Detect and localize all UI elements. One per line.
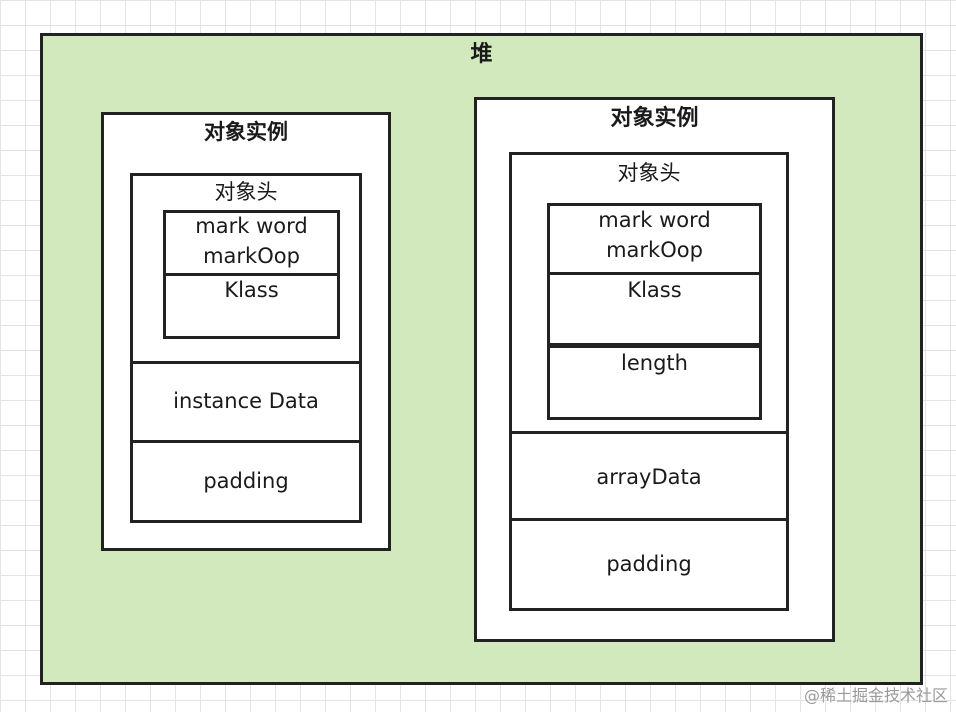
klass-box-left [163, 273, 340, 339]
padding-box-left [130, 440, 362, 523]
klass-box-right [547, 272, 762, 346]
object-header-right-title: 对象头 [617, 161, 681, 185]
klass-label-right: Klass [627, 278, 682, 302]
padding-label-left: padding [203, 469, 289, 493]
mark-word-label-left: mark word [195, 214, 308, 238]
array-data-label-right: arrayData [596, 465, 702, 489]
mark-oop-label-right: markOop [606, 238, 703, 262]
object-instance-left-title: 对象实例 [204, 120, 288, 144]
mark-word-box-left [163, 210, 340, 276]
length-box-right [547, 345, 762, 420]
padding-label-right: padding [606, 552, 692, 576]
klass-label-left: Klass [224, 278, 279, 302]
heap-title: 堆 [470, 42, 493, 67]
watermark: @稀土掘金技术社区 [803, 686, 948, 705]
object-header-left-title: 对象头 [214, 180, 278, 204]
mark-word-label-right: mark word [598, 208, 711, 232]
mark-oop-label-left: markOop [203, 244, 300, 268]
array-data-box-right [509, 431, 789, 522]
instance-data-label-left: instance Data [173, 389, 319, 413]
length-label-right: length [621, 351, 688, 375]
object-instance-right-title: 对象实例 [610, 106, 699, 131]
padding-box-right [509, 518, 789, 611]
